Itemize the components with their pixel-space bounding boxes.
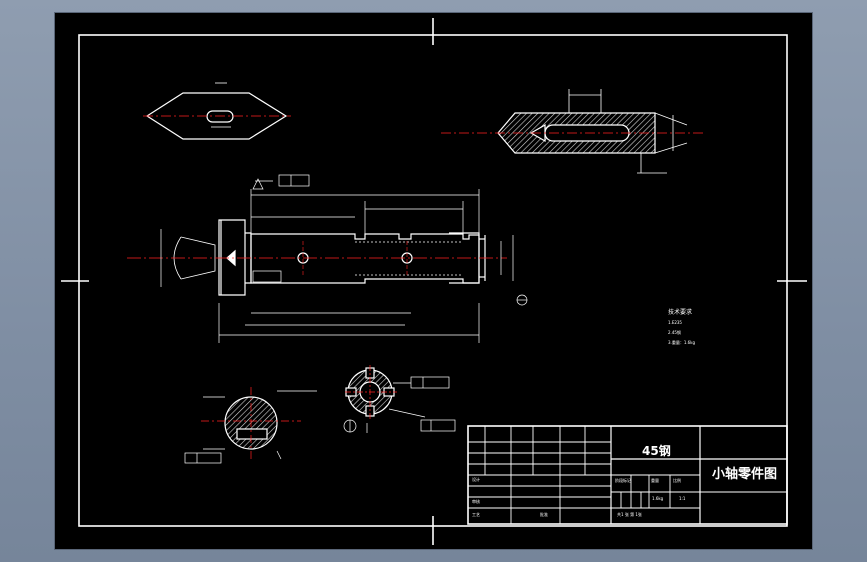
row-check: 审核 <box>472 499 480 504</box>
sheet-count: 共1 张 第 1张 <box>617 512 642 517</box>
notes-item-3: 3.重量：1.6kg <box>668 340 696 345</box>
section-view-a <box>184 387 317 464</box>
main-view-dimensions <box>160 174 528 343</box>
notes-heading: 技术要求 <box>668 309 693 316</box>
section-view-b <box>343 365 456 433</box>
drawing-name: 小轴零件图 <box>712 467 778 482</box>
notes-item-2: 2.45钢 <box>668 330 681 335</box>
notes-item-1: 1.E235 <box>668 320 682 325</box>
drawing-viewport[interactable]: 技术要求 1.E235 2.45钢 3.重量：1.6kg 45钢 小轴零件图 阶… <box>55 13 812 549</box>
row-process: 工艺 <box>472 512 480 517</box>
shaft-main-view <box>127 219 507 296</box>
scale-value: 1:1 <box>679 496 686 501</box>
keyway-top-view <box>143 82 291 140</box>
cad-drawing-canvas <box>61 18 807 545</box>
weight-value: 1.6kg <box>652 496 664 501</box>
row-design: 设计 <box>472 477 480 482</box>
sheet-frame <box>61 18 807 545</box>
title-block <box>467 425 788 525</box>
material-label: 45钢 <box>642 444 671 458</box>
weight-label: 重量 <box>651 478 659 483</box>
scale-label: 比例 <box>673 478 681 483</box>
approve-label: 批准 <box>540 512 548 517</box>
stage-label: 阶段标记 <box>615 478 631 483</box>
keyway-section-view <box>441 89 703 174</box>
